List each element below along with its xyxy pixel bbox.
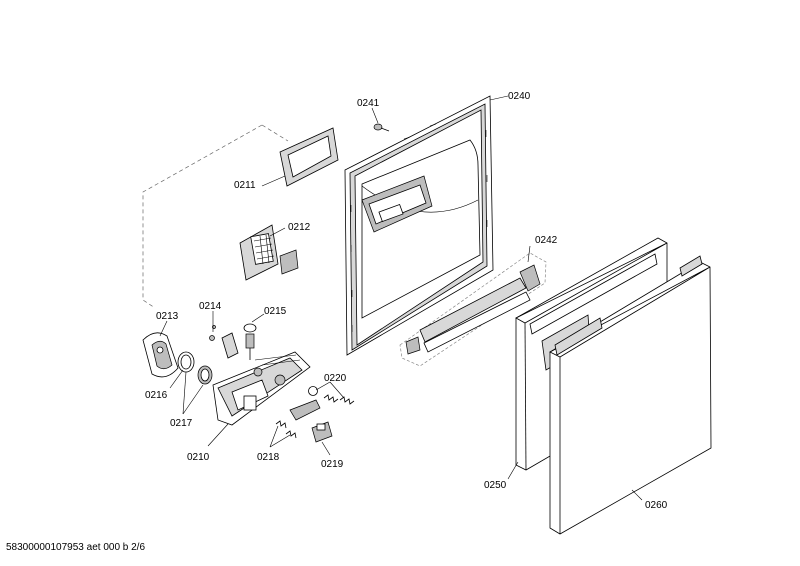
label-0241: 0241: [357, 98, 380, 109]
seal-frame-0211: [279, 127, 339, 187]
label-0250: 0250: [484, 480, 507, 491]
label-0216: 0216: [145, 390, 168, 401]
springs-0220: [289, 386, 355, 421]
label-0214: 0214: [199, 301, 222, 312]
label-0219: 0219: [321, 459, 344, 470]
label-0212: 0212: [288, 222, 311, 233]
label-0220: 0220: [324, 373, 347, 384]
actuator-0219: [311, 421, 333, 443]
plug-connector-0215: [243, 323, 257, 360]
sealing-rings-0217: [177, 351, 213, 385]
label-0260: 0260: [645, 500, 668, 511]
leader-lines: [159, 95, 643, 501]
document-reference-footer: 58300000107953 aet 000 b 2/6: [6, 542, 146, 553]
label-0242: 0242: [535, 235, 558, 246]
label-0210: 0210: [187, 452, 210, 463]
label-0217: 0217: [170, 418, 193, 429]
small-parts-0218: [275, 420, 297, 439]
label-0215: 0215: [264, 306, 287, 317]
screw-set-0214: [209, 325, 239, 359]
cover-plate-0212: [239, 224, 299, 281]
knob-housing-0213: [142, 332, 179, 378]
front-door-panel-0260: [549, 255, 712, 535]
screw-0241: [373, 123, 390, 132]
assembly-guide-dashed-line: [142, 124, 289, 309]
label-0218: 0218: [257, 452, 280, 463]
label-0213: 0213: [156, 311, 179, 322]
inner-door-panel-0240: [344, 95, 494, 356]
label-0211: 0211: [234, 180, 256, 191]
label-0240: 0240: [508, 91, 531, 102]
handle-strip-0242: [399, 252, 547, 367]
dispenser-housing-0210: [212, 351, 311, 426]
